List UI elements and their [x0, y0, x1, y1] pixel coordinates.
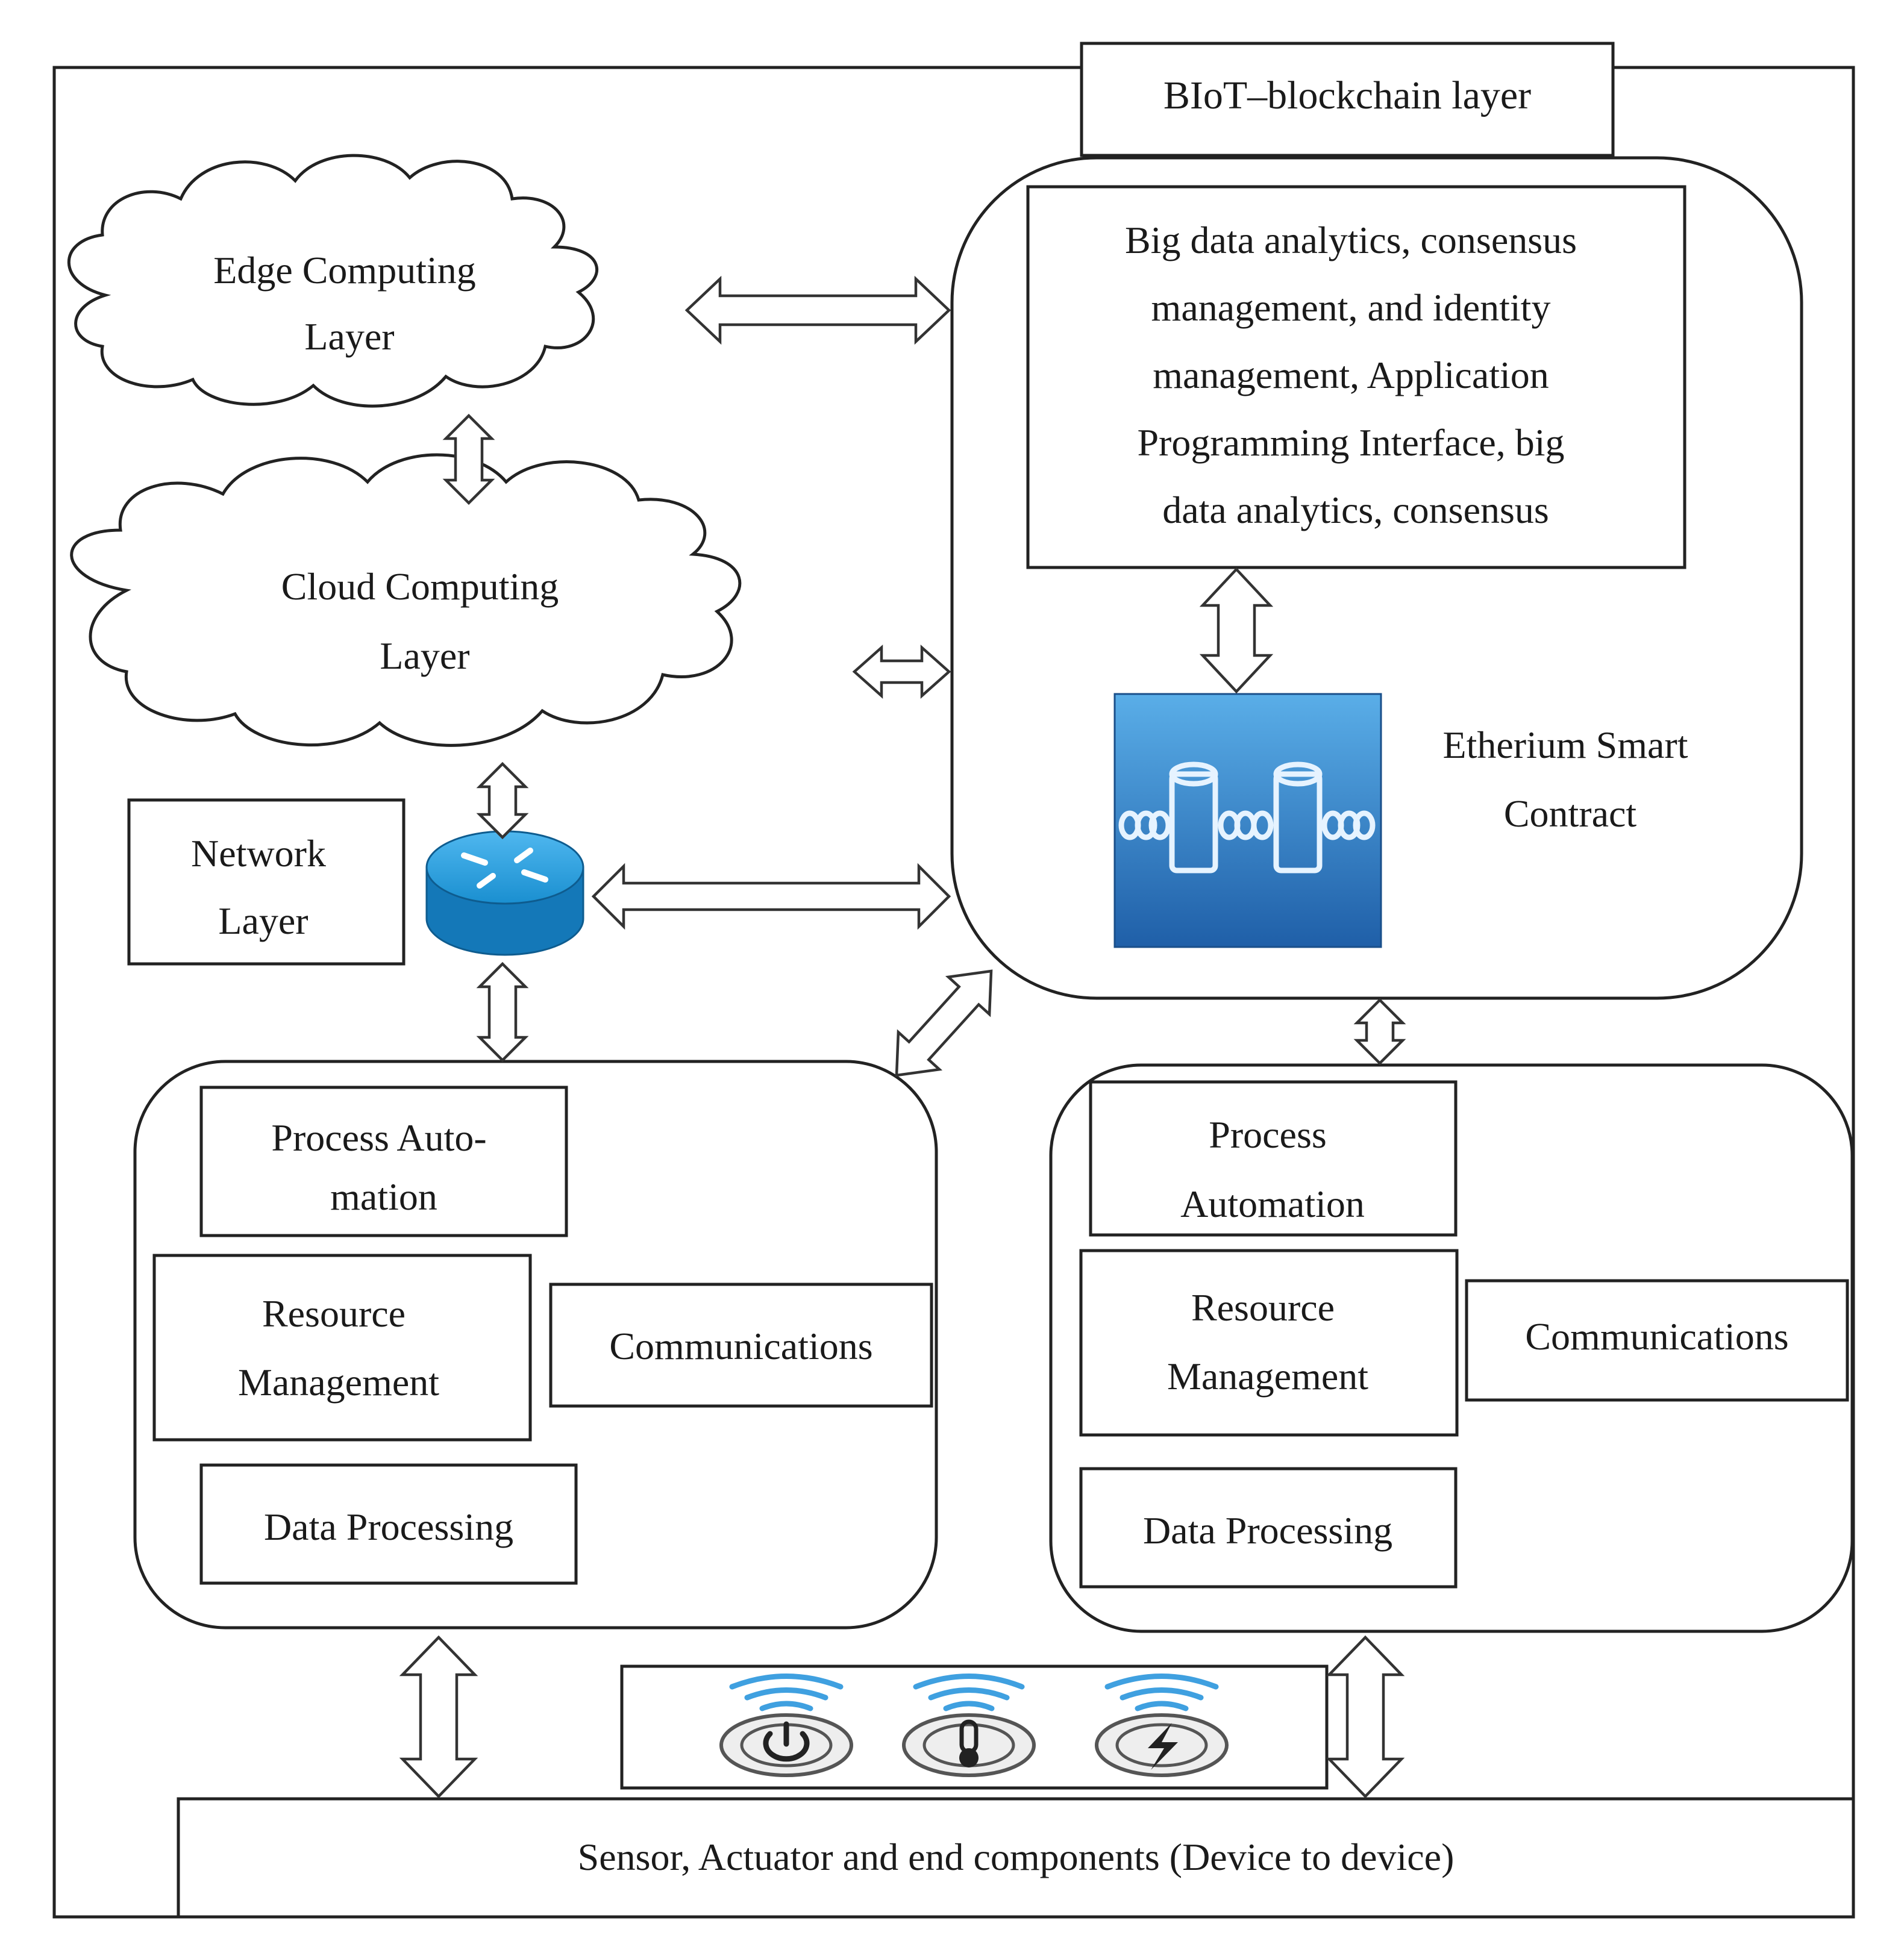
left-resource-box	[152, 1254, 532, 1442]
right-process-box	[1089, 1080, 1458, 1237]
right-communications-box	[1465, 1279, 1849, 1402]
cloud-computing-line: Cloud Computing	[281, 565, 559, 608]
analytics-line: Programming Interface, big	[1137, 421, 1564, 464]
router-to-blockchain-arrow	[591, 863, 951, 930]
right-resource-box	[1079, 1249, 1459, 1437]
lightning-icon	[1095, 1713, 1229, 1777]
blockchain-layer-title: BIoT–blockchain layer	[1163, 73, 1531, 117]
edge-computing-cloud	[67, 154, 598, 408]
right-data-processing-label: Data Processing	[1143, 1509, 1392, 1552]
right-process-label: Process Automation	[1180, 1113, 1365, 1225]
smart-contract-label: Etherium Smart Contract	[1442, 723, 1697, 835]
left-resource-line: Resource	[262, 1292, 406, 1335]
edge-computing-line: Layer	[304, 315, 394, 358]
edge-to-blockchain-arrow	[684, 275, 951, 345]
left-node-to-sensor-arrow	[399, 1635, 478, 1799]
analytics-line: management, and identity	[1151, 286, 1551, 329]
router-icon	[425, 830, 584, 956]
wifi-signal-icon	[1104, 1674, 1219, 1711]
network-layer-label: Network Layer	[191, 832, 336, 942]
left-process-line: Process Auto-	[271, 1116, 486, 1159]
power-icon	[719, 1713, 853, 1777]
left-process-line: mation	[330, 1175, 437, 1218]
thermometer-icon	[902, 1713, 1036, 1777]
network-layer-box	[127, 798, 406, 966]
left-process-label: Process Auto- mation	[271, 1116, 496, 1218]
analytics-box	[1026, 185, 1686, 569]
cloud-computing-label: Cloud Computing Layer	[281, 565, 569, 677]
connector-arrows	[399, 275, 1406, 1799]
wifi-signal-icon	[729, 1674, 844, 1711]
sensor-layer-label: Sensor, Actuator and end components (Dev…	[578, 1836, 1455, 1878]
left-process-box	[199, 1086, 568, 1237]
router-to-left-node-arrow	[476, 961, 529, 1063]
blockchain-title-box	[1080, 42, 1615, 157]
right-resource-line: Resource	[1191, 1286, 1335, 1329]
left-communications-box	[549, 1283, 933, 1408]
right-process-line: Process	[1209, 1113, 1327, 1156]
analytics-line: management, Application	[1153, 354, 1549, 396]
cloud-to-router-arrow	[476, 761, 529, 840]
analytics-line: data analytics, consensus	[1162, 489, 1549, 531]
right-resource-label: Resource Management	[1167, 1286, 1368, 1398]
smart-contract-line: Contract	[1504, 792, 1637, 835]
analytics-line: Big data analytics, consensus	[1125, 219, 1577, 261]
right-resource-line: Management	[1167, 1355, 1368, 1398]
left-resource-line: Management	[238, 1361, 439, 1404]
left-communications-label: Communications	[609, 1325, 872, 1367]
analytics-to-contract-arrow	[1199, 567, 1274, 694]
left-resource-label: Resource Management	[238, 1292, 439, 1404]
left-data-processing-box	[199, 1463, 578, 1585]
right-data-processing-box	[1079, 1467, 1458, 1589]
network-layer-line: Layer	[218, 899, 308, 942]
sensor-layer-box	[177, 1797, 1855, 1919]
edge-computing-label: Edge Computing Layer	[213, 249, 486, 358]
blockchain-to-right-node-arrow	[1353, 998, 1406, 1066]
blockchain-chain-icon	[1113, 693, 1382, 948]
smart-contract-line: Etherium Smart	[1442, 723, 1688, 766]
wifi-signal-icon	[913, 1674, 1025, 1711]
cloud-to-blockchain-arrow	[852, 644, 951, 699]
right-communications-label: Communications	[1525, 1315, 1788, 1358]
right-node-to-sensor-arrow	[1326, 1635, 1405, 1799]
cloud-computing-cloud	[70, 453, 742, 747]
edge-to-cloud-arrow	[442, 413, 495, 505]
left-node-to-blockchain-arrow	[895, 969, 993, 1077]
network-layer-line: Network	[191, 832, 326, 875]
analytics-text: Big data analytics, consensus management…	[1125, 219, 1586, 531]
edge-computing-line: Edge Computing	[213, 249, 476, 292]
cloud-computing-line: Layer	[380, 634, 469, 677]
right-process-line: Automation	[1180, 1183, 1365, 1225]
left-data-processing-label: Data Processing	[264, 1505, 513, 1548]
